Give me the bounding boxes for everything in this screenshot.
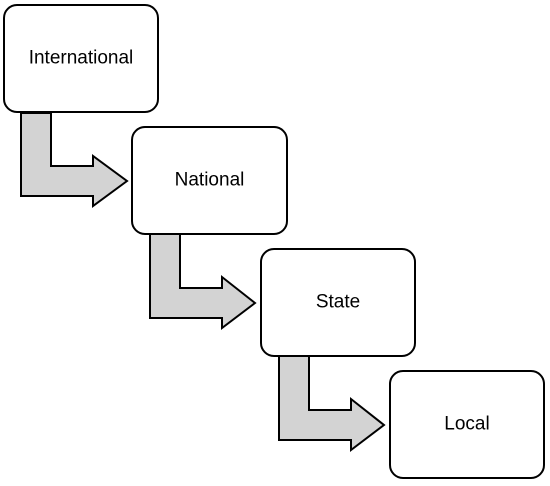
- connector-arrow-international-to-national: [20, 112, 129, 208]
- level-box-state: State: [260, 248, 416, 357]
- level-label-state: State: [316, 292, 360, 313]
- level-box-international: International: [3, 4, 159, 113]
- level-box-national: National: [131, 126, 288, 235]
- connector-arrow-state-to-local: [278, 355, 386, 453]
- level-label-national: National: [175, 170, 245, 191]
- level-box-local: Local: [389, 370, 545, 479]
- level-label-international: International: [29, 48, 134, 69]
- connector-arrow-national-to-state: [149, 233, 257, 331]
- level-label-local: Local: [444, 414, 489, 435]
